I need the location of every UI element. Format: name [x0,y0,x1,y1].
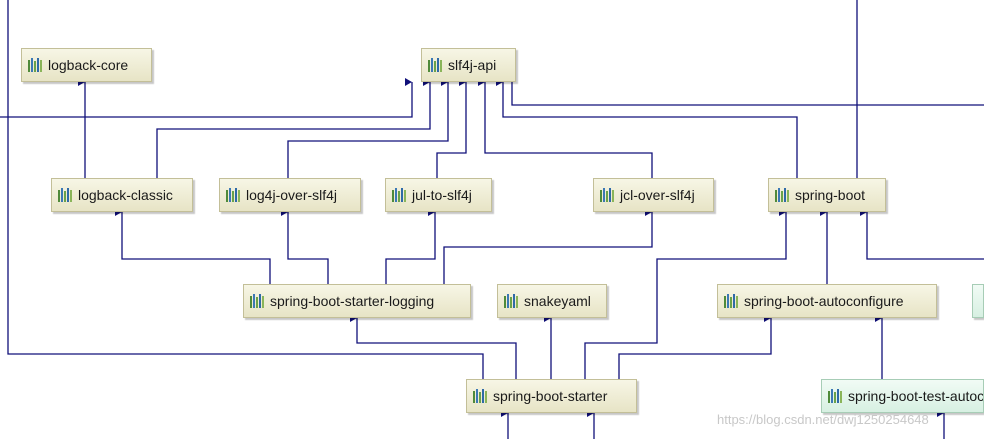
node-snakeyaml[interactable]: snakeyaml [497,284,607,318]
node-label: logback-core [48,57,129,73]
edge-offscreen-to-spring-boot [860,208,984,260]
node-logback-core[interactable]: logback-core [21,48,152,82]
node-label: jul-to-slf4j [412,187,472,203]
node-label: slf4j-api [448,57,497,73]
edge-offscreen-right-to-slf4j-api [511,82,984,106]
library-icon [775,188,789,202]
node-jcl-over-slf4j[interactable]: jcl-over-slf4j [593,178,714,212]
node-label: logback-classic [78,187,173,203]
edge-logging-to-log4j [281,208,329,284]
node-label: spring-boot [795,187,866,203]
library-icon [600,188,614,202]
node-label: snakeyaml [524,293,591,309]
node-label: spring-boot-autoconfigure [744,293,904,309]
library-icon [58,188,72,202]
edge-offscreen-left-to-starter [7,0,484,379]
edge-logging-to-jcl [443,208,653,284]
node-label: log4j-over-slf4j [246,187,338,203]
edge-logback-classic-to-slf4j-api [156,78,431,178]
library-icon [504,294,518,308]
library-icon [428,58,442,72]
library-icon [828,389,842,403]
watermark: https://blog.csdn.net/dwj1250254648 [717,412,929,427]
edge-log4j-to-slf4j-api [287,78,449,178]
node-spring-boot-starter-logging[interactable]: spring-boot-starter-logging [243,284,471,318]
node-jul-to-slf4j[interactable]: jul-to-slf4j [385,178,492,212]
node-log4j-over-slf4j[interactable]: log4j-over-slf4j [219,178,361,212]
node-spring-boot[interactable]: spring-boot [768,178,886,212]
library-icon [724,294,738,308]
edge-logging-to-logback-classic [115,208,271,284]
node-label: spring-boot-starter-logging [270,293,435,309]
node-spring-boot-autoconfigure[interactable]: spring-boot-autoconfigure [717,284,937,318]
edge-starter-to-autoconfigure [618,314,772,379]
node-spring-boot-test-autoconfigure[interactable]: spring-boot-test-autoconfigure [821,379,984,413]
node-label: spring-boot-starter [493,388,608,404]
edge-jcl-to-slf4j-api [478,78,653,178]
edge-logging-to-jul [385,208,436,284]
node-logback-classic[interactable]: logback-classic [51,178,193,212]
library-icon [28,58,42,72]
node-spring-boot-starter[interactable]: spring-boot-starter [466,379,637,413]
library-icon [250,294,264,308]
edge-offscreen-left-to-slf4j-api [0,78,413,118]
edge-spring-boot-to-slf4j-api [496,78,798,178]
node-label: spring-boot-test-autoconfigure [848,388,984,404]
edge-starter-to-spring-boot [584,208,787,379]
edge-starter-to-logging [350,314,517,379]
node-slf4j-api[interactable]: slf4j-api [421,48,516,82]
library-icon [473,389,487,403]
library-icon [226,188,240,202]
node-partial-offscreen[interactable] [972,284,984,318]
edge-jul-to-slf4j-api [436,78,467,178]
library-icon [392,188,406,202]
node-label: jcl-over-slf4j [620,187,695,203]
